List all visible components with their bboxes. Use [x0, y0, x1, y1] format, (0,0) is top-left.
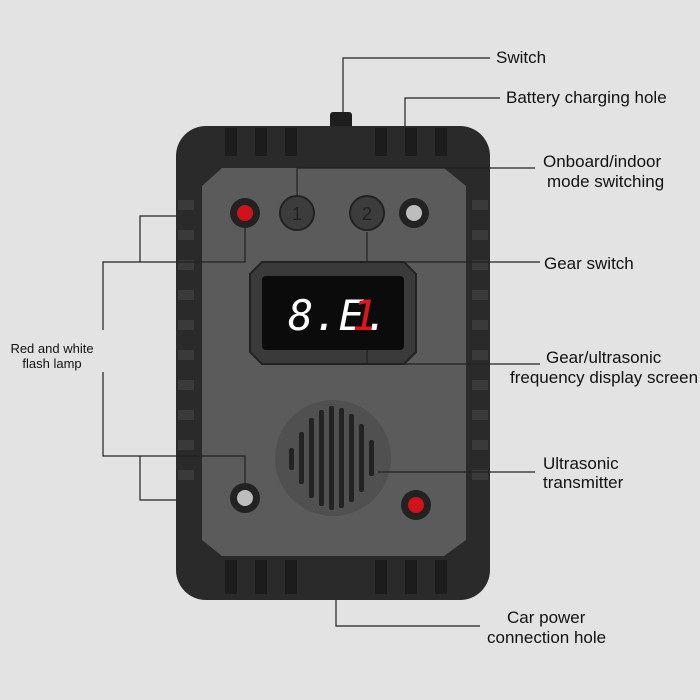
- speaker-grille: [289, 406, 374, 510]
- led-top-right: [399, 198, 429, 228]
- mode-button-1[interactable]: 1: [279, 195, 315, 231]
- mode-leader: [296, 167, 535, 196]
- side-ribs: [178, 200, 488, 480]
- flash-lamp-leader-bracket-top: [139, 215, 176, 262]
- car-power-label-line2: connection hole: [487, 628, 607, 647]
- flash-lamp-leader-bottom: [102, 372, 246, 483]
- flash-lamp-label-line2: flash lamp: [22, 356, 82, 371]
- car-power-label-line1: Car power: [507, 608, 586, 627]
- transmitter-label-line1: Ultrasonic: [543, 454, 619, 473]
- mode-switching-label-line2: mode switching: [547, 172, 665, 191]
- display-text: 8.E.: [288, 291, 389, 340]
- top-ribs: [225, 128, 447, 156]
- switch-label: Switch: [496, 48, 547, 67]
- display-screen: [262, 276, 404, 350]
- bottom-ribs: [225, 560, 447, 594]
- battery-leader: [404, 97, 500, 126]
- display-label-line2: frequency display screen: [510, 368, 699, 387]
- gear-button-2[interactable]: 2: [349, 195, 385, 231]
- display-label-line1: Gear/ultrasonic: [546, 348, 662, 367]
- gear-button-2-label: 2: [362, 204, 372, 224]
- gear-switch-label: Gear switch: [544, 254, 634, 273]
- battery-charging-label: Battery charging hole: [506, 88, 667, 107]
- car-power-leader: [335, 600, 480, 627]
- mode-button-1-label: 1: [292, 204, 302, 224]
- switch-leader: [342, 57, 490, 116]
- led-top-left: [230, 198, 260, 228]
- display-digit-red: 1: [352, 291, 377, 340]
- transmitter-label-line2: transmitter: [543, 473, 624, 492]
- led-bottom-left: [230, 483, 260, 513]
- display-leader: [366, 350, 540, 365]
- gear-leader: [366, 232, 540, 263]
- flash-lamp-leader-top: [102, 228, 246, 330]
- flash-lamp-leader-bracket-bottom: [139, 456, 176, 501]
- led-bottom-right: [401, 490, 431, 520]
- mode-switching-label-line1: Onboard/indoor: [543, 152, 662, 171]
- flash-lamp-label-line1: Red and white: [10, 341, 94, 356]
